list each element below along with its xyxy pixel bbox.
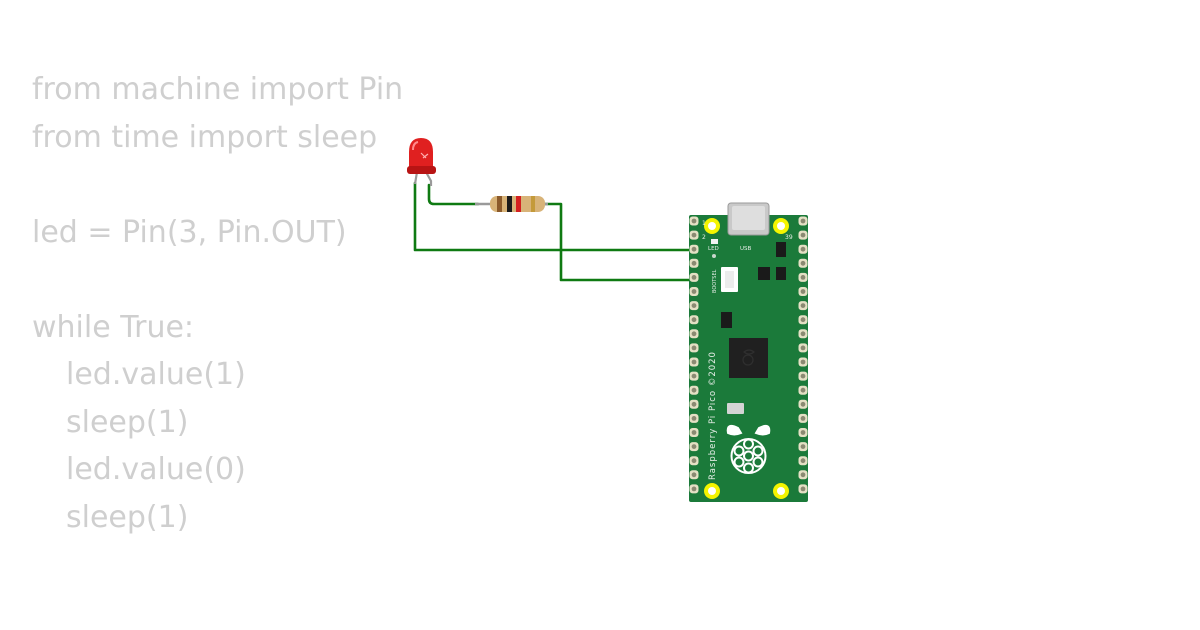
small-chip (776, 267, 786, 280)
header-pin-hole (691, 246, 697, 252)
header-pin-hole (691, 275, 697, 280)
header-pin-hole (800, 387, 806, 393)
header-pin-hole (691, 317, 697, 323)
header-pin-hole (691, 430, 697, 435)
header-pin-hole (800, 317, 806, 323)
header-pin-hole (800, 260, 806, 266)
wire-led-to-resistor[interactable] (427, 183, 480, 206)
header-pin-hole (800, 275, 806, 280)
header-pin-hole (691, 444, 697, 449)
header-pin-hole (800, 444, 806, 449)
header-pin-hole (800, 246, 806, 252)
pin-39-label: 39 (785, 234, 793, 241)
header-pin-hole (800, 401, 806, 407)
led-label: LED (708, 246, 719, 252)
header-pin-hole (800, 345, 806, 351)
code-line: while True: (32, 309, 195, 345)
raspberry-pi-logo-icon (726, 424, 771, 474)
onboard-led (711, 239, 718, 244)
header-pin-hole (691, 458, 697, 464)
code-line: from time import sleep (32, 119, 378, 155)
header-pin-hole (691, 218, 697, 224)
red-led[interactable] (407, 138, 436, 186)
header-pin-hole (800, 416, 806, 421)
header-pin-hole (691, 232, 697, 238)
header-pin-hole (800, 486, 806, 492)
code-line: led = Pin(3, Pin.OUT) (32, 214, 347, 250)
header-pin-hole (691, 416, 697, 421)
header-pin-hole (800, 218, 806, 224)
header-pin-hole (691, 303, 697, 308)
mounting-holes (704, 218, 789, 499)
header-pin-hole (800, 232, 806, 238)
pads-left-column (689, 216, 699, 494)
crystal-chip (721, 312, 732, 328)
wires (413, 181, 702, 282)
header-pin-hole (691, 472, 697, 478)
pin-1-label: 1 (702, 220, 706, 227)
code-line: led.value(1) (66, 357, 246, 392)
pin-2-label: 2 (702, 234, 706, 241)
pads-right-column (798, 216, 808, 494)
header-pin-hole (691, 401, 697, 407)
header-pin-hole (800, 289, 806, 294)
rp2040-chip (729, 338, 768, 378)
header-pin-hole (691, 486, 697, 492)
resistor[interactable] (475, 196, 548, 212)
header-pin-hole (800, 359, 806, 365)
regulator-chip (776, 242, 786, 257)
small-chip (758, 267, 770, 280)
header-pin-hole (691, 373, 697, 379)
header-pin-hole (691, 260, 697, 266)
header-pin-hole (800, 458, 806, 464)
usb-label: USB (740, 246, 752, 252)
bootsel-label: BOOTSEL (712, 269, 718, 293)
header-pin-hole (691, 331, 697, 337)
code-listing: from machine import Pin from time import … (32, 66, 403, 541)
header-pin-hole (800, 472, 806, 478)
header-pin-hole (691, 345, 697, 351)
header-pin-hole (691, 359, 697, 365)
header-pin-hole (691, 289, 697, 294)
header-pin-hole (691, 387, 697, 393)
wire-resistor-to-pico[interactable] (540, 202, 702, 282)
header-pin-hole (800, 373, 806, 379)
header-pin-hole (800, 331, 806, 337)
raspberry-pi-pico-board[interactable]: 1 2 39 LED USB BOOTSEL Raspberry Pi Pico… (689, 202, 808, 502)
code-line: led.value(0) (66, 452, 246, 487)
wire-led-anode-to-pico[interactable] (413, 181, 702, 252)
board-name-label: Raspberry Pi Pico ©2020 (708, 351, 718, 480)
code-line: from machine import Pin (32, 72, 404, 107)
code-line: sleep(1) (66, 499, 189, 535)
header-pin-hole (800, 303, 806, 308)
header-pin-hole (800, 430, 806, 435)
code-line: sleep(1) (66, 404, 189, 440)
flash-chip (727, 403, 744, 414)
